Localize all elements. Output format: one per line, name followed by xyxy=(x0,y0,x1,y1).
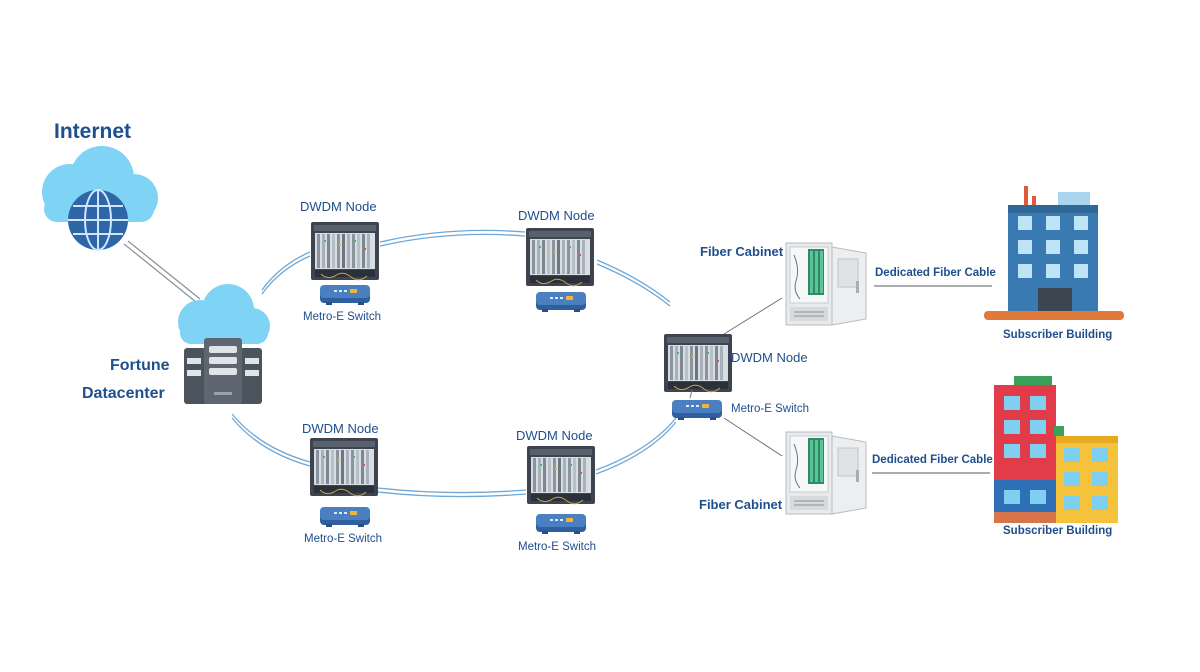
building-window xyxy=(1030,396,1046,410)
building-door xyxy=(1038,288,1072,313)
fiber-cable-label-upper: Dedicated Fiber Cable xyxy=(875,267,996,279)
metro-switch-label-top-left: Metro-E Switch xyxy=(303,311,381,323)
fiber-link-bottomleft-to-bottommid-a xyxy=(377,487,527,494)
antenna xyxy=(1032,196,1036,206)
server-bay xyxy=(209,368,237,375)
building-window xyxy=(1074,216,1088,230)
building-window xyxy=(1074,264,1088,278)
subscriber-building-icon-lower xyxy=(994,376,1118,523)
dwdm-node-label-right: DWDM Node xyxy=(731,350,808,365)
antenna xyxy=(1024,186,1028,206)
server-bay xyxy=(187,370,201,376)
metro-switch-label-right: Metro-E Switch xyxy=(731,403,809,415)
fiber-link-dc-to-topleft-b xyxy=(261,255,311,295)
subscriber-building-label-upper: Subscriber Building xyxy=(1003,329,1113,341)
building-window xyxy=(1046,264,1060,278)
fiber-cabinet-icon-upper xyxy=(785,242,867,326)
tower-red-base xyxy=(994,512,1056,523)
server-vent xyxy=(214,392,232,395)
datacenter-cloud-server-icon xyxy=(178,284,270,404)
fiber-link-topmid-to-right-a xyxy=(596,259,671,303)
building-window xyxy=(1004,490,1020,504)
fiber-link-topleft-to-topmid-a xyxy=(379,229,526,243)
dwdm-node-label-bottom-mid: DWDM Node xyxy=(516,428,593,443)
dwdm-node-icon-bottom-left xyxy=(309,437,379,497)
dwdm-node-label-bottom-left: DWDM Node xyxy=(302,421,379,436)
metro-switch-icon-top-mid xyxy=(536,292,586,312)
dwdm-node-icon-top-left xyxy=(310,221,380,281)
building-window xyxy=(1064,496,1080,510)
dwdm-node-label-top-mid: DWDM Node xyxy=(518,208,595,223)
building-window xyxy=(1030,420,1046,434)
rooftop-plant xyxy=(1054,426,1064,436)
fiber-link-dc-to-bottomleft-b xyxy=(231,417,311,467)
datacenter-label-line1: Fortune xyxy=(110,357,170,374)
building-window xyxy=(1018,264,1032,278)
internet-label: Internet xyxy=(54,120,132,143)
link-right-to-cabinet-lower xyxy=(723,417,783,457)
datacenter-label-line2: Datacenter xyxy=(82,385,165,402)
subscriber-building-icon-upper xyxy=(984,186,1124,320)
dwdm-node-icon-bottom-mid xyxy=(526,445,596,505)
building-window xyxy=(1064,448,1080,462)
fiber-cabinet-label-lower: Fiber Cabinet xyxy=(699,497,783,512)
rooftop-unit xyxy=(1058,192,1090,206)
subscriber-building-label-lower: Subscriber Building xyxy=(1003,525,1113,537)
server-bay xyxy=(187,358,201,364)
metro-switch-icon-bottom-left xyxy=(320,507,370,527)
building-window xyxy=(1092,496,1108,510)
building-ground xyxy=(984,311,1124,320)
internet-link-b xyxy=(127,240,201,300)
link-right-to-cabinet-upper xyxy=(723,297,783,335)
building-window xyxy=(1046,240,1060,254)
building-window xyxy=(1092,472,1108,486)
building-window xyxy=(1004,420,1020,434)
dwdm-node-icon-right xyxy=(663,333,733,393)
fiber-link-bottommid-to-right-b xyxy=(595,421,677,475)
server-bay xyxy=(245,358,259,364)
building-window xyxy=(1092,448,1108,462)
building-window xyxy=(1074,240,1088,254)
building-window xyxy=(1018,240,1032,254)
building-window xyxy=(1004,396,1020,410)
fiber-link-bottomleft-to-bottommid-b xyxy=(377,491,527,498)
cloud-base xyxy=(180,322,268,344)
fiber-cable-label-lower: Dedicated Fiber Cable xyxy=(872,454,993,466)
internet-link-a xyxy=(123,243,197,303)
switch-antenna xyxy=(689,389,693,399)
building-window xyxy=(1030,490,1046,504)
server-bay xyxy=(245,370,259,376)
tower-red-band xyxy=(994,480,1056,512)
server-bay xyxy=(209,346,237,353)
metro-switch-icon-top-left xyxy=(320,285,370,305)
fiber-link-topmid-to-right-b xyxy=(596,263,671,307)
server-bay xyxy=(209,357,237,364)
fiber-cabinet-icon-lower xyxy=(785,431,867,515)
fiber-link-topleft-to-topmid-b xyxy=(379,233,526,247)
metro-switch-label-bottom-mid: Metro-E Switch xyxy=(518,541,596,553)
building-window xyxy=(1018,216,1032,230)
building-window xyxy=(1030,444,1046,458)
dwdm-node-label-top-left: DWDM Node xyxy=(300,199,377,214)
building-window xyxy=(1004,444,1020,458)
metro-switch-icon-bottom-mid xyxy=(536,514,586,534)
dwdm-node-icon-top-mid xyxy=(525,227,595,287)
fiber-link-dc-to-bottomleft-a xyxy=(231,413,311,463)
fiber-link-dc-to-topleft-a xyxy=(261,251,311,291)
metro-switch-icon-right xyxy=(672,400,722,420)
metro-switch-label-bottom-left: Metro-E Switch xyxy=(304,533,382,545)
globe-cloud-icon xyxy=(42,146,158,251)
rooftop-garden xyxy=(1014,376,1052,386)
fiber-link-bottommid-to-right-a xyxy=(595,417,677,471)
building-window xyxy=(1064,472,1080,486)
tower-yellow-cornice xyxy=(1056,436,1118,443)
building-cornice xyxy=(1008,205,1098,213)
fiber-cabinet-label-upper: Fiber Cabinet xyxy=(700,244,784,259)
building-window xyxy=(1046,216,1060,230)
